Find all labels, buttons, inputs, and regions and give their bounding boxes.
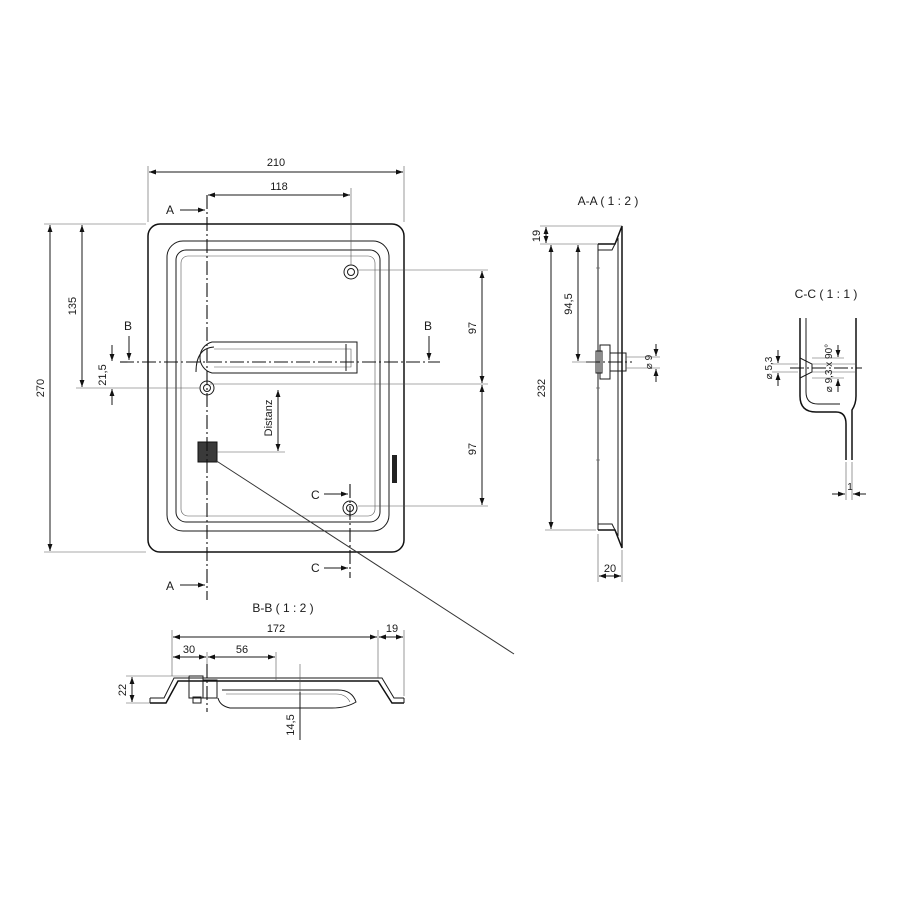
section-markers: A A B B C C <box>124 203 432 593</box>
bb-dim-14-5: 14,5 <box>285 714 297 735</box>
marker-c-top: C <box>311 488 320 502</box>
inner-pan-outer <box>166 240 390 532</box>
aa-dim-d9: ⌀ 9 <box>644 354 655 369</box>
section-cc: C-C ( 1 : 1 ) ⌀ 5,3 ⌀ 9,3 x 90° 1 <box>764 287 866 500</box>
marker-a-top: A <box>166 203 174 217</box>
inner-pan-floor <box>180 255 376 517</box>
dim-135: 135 <box>67 297 79 315</box>
aa-dim-19: 19 <box>531 230 543 242</box>
cc-dim-d9-3: ⌀ 9,3 x 90° <box>824 344 835 392</box>
bb-dim-22: 22 <box>117 684 129 696</box>
bb-dim-30: 30 <box>183 644 195 656</box>
aa-dim-232: 232 <box>536 379 548 397</box>
dim-distanz: Distanz <box>263 400 275 437</box>
bb-dim-56: 56 <box>236 644 248 656</box>
marker-b-right: B <box>424 319 432 333</box>
handle-inner <box>214 348 352 368</box>
section-cc-title: C-C ( 1 : 1 ) <box>795 287 858 301</box>
dim-118: 118 <box>270 181 288 193</box>
bb-dim-19: 19 <box>386 623 398 635</box>
dim-270: 270 <box>35 379 47 397</box>
section-bb-title: B-B ( 1 : 2 ) <box>252 601 313 615</box>
section-bb: B-B ( 1 : 2 ) 172 19 30 56 <box>117 601 405 740</box>
dim-97-bottom: 97 <box>467 443 479 455</box>
cc-dim-d5-3: ⌀ 5,3 <box>764 356 775 379</box>
leader-line <box>214 459 515 655</box>
marker-a-bottom: A <box>166 579 174 593</box>
aa-dim-20: 20 <box>604 563 616 575</box>
dim-97-top: 97 <box>467 322 479 334</box>
cc-dim-1: 1 <box>847 482 853 493</box>
inner-pan-inner <box>175 249 381 523</box>
handle <box>199 341 358 374</box>
marker-b-left: B <box>124 319 132 333</box>
front-view <box>120 195 515 655</box>
dim-210: 210 <box>267 157 285 169</box>
marker-c-bottom: C <box>311 561 320 575</box>
aa-dim-94-5: 94,5 <box>563 293 575 314</box>
section-aa: A-A ( 1 : 2 ) 19 94,5 232 ⌀ 9 <box>531 194 660 582</box>
bb-dim-172: 172 <box>267 623 285 635</box>
section-aa-title: A-A ( 1 : 2 ) <box>578 194 639 208</box>
dim-21-5: 21,5 <box>97 364 109 385</box>
front-dimensions: 210 118 270 135 21,5 97 97 Distanz <box>35 157 488 553</box>
logo-mark <box>392 455 397 483</box>
screw-top-right <box>343 264 359 280</box>
